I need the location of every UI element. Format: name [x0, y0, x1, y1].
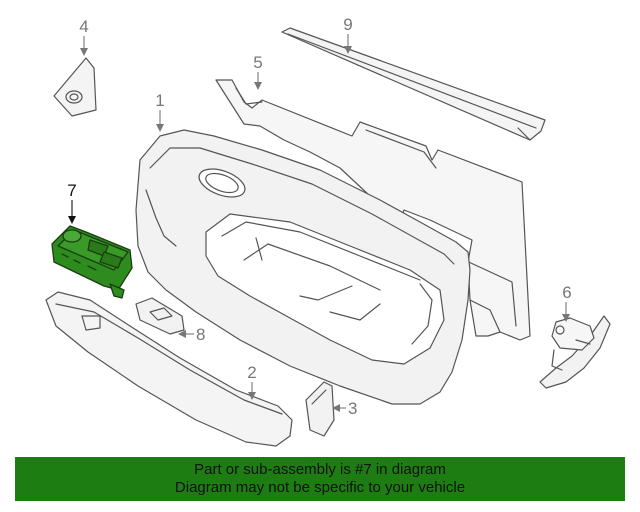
- parts-diagram: 4 5 9 1 6 2 3 8 7: [45, 15, 611, 447]
- part-7-window-switch: [51, 225, 133, 299]
- part-1-door-trim-panel: [135, 129, 471, 405]
- part-9-weatherstrip: [281, 27, 546, 141]
- banner-line-1: Part or sub-assembly is #7 in diagram: [194, 461, 446, 478]
- callout-4: 4: [79, 17, 88, 36]
- callout-2: 2: [247, 363, 256, 382]
- part-8-switch-bezel: [135, 297, 185, 335]
- callout-1: 1: [155, 91, 164, 110]
- callout-6: 6: [562, 283, 571, 302]
- leader-arrows: [68, 46, 570, 412]
- callout-7: 7: [67, 181, 76, 200]
- part-6-door-handle: [539, 315, 611, 389]
- callout-3: 3: [348, 399, 357, 418]
- part-3-end-cap: [305, 381, 335, 437]
- callout-8: 8: [196, 325, 205, 344]
- part-5-panel-backing: [215, 79, 531, 341]
- callout-9: 9: [343, 15, 352, 34]
- part-4-mirror-trim: [53, 57, 97, 117]
- banner-line-2: Diagram may not be specific to your vehi…: [174, 479, 466, 496]
- callout-5: 5: [253, 53, 262, 72]
- part-2-armrest: [45, 291, 293, 447]
- info-banner: Part or sub-assembly is #7 in diagram Di…: [15, 457, 625, 501]
